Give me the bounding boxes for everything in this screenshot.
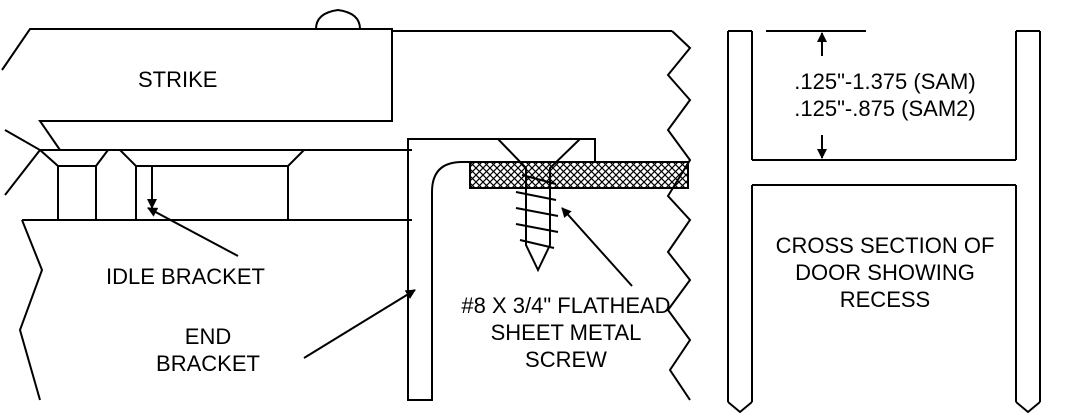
door-bottom-break-right bbox=[1015, 401, 1041, 414]
screw-threads bbox=[515, 174, 559, 249]
left-break-line bbox=[4, 129, 42, 196]
strike-label: STRIKE bbox=[138, 67, 218, 92]
right-break-line bbox=[666, 30, 692, 401]
idle-bracket-hole-left bbox=[39, 149, 109, 220]
screw-label: #8 X 3/4" FLATHEAD SHEET METAL SCREW bbox=[436, 292, 696, 373]
cross-section-line2: DOOR SHOWING bbox=[795, 260, 975, 285]
screw-label-line3: SCREW bbox=[525, 347, 607, 372]
idle-bracket-hole-right bbox=[119, 149, 305, 220]
screw-seat-hatch bbox=[469, 161, 689, 189]
recess-dimension-label: .125"-1.375 (SAM) .125"-.875 (SAM2) bbox=[766, 68, 1004, 122]
screw-leader bbox=[561, 207, 633, 287]
lower-left-break-line bbox=[18, 219, 44, 401]
recess-dimension-line2: .125"-.875 (SAM2) bbox=[794, 96, 976, 121]
end-bracket-label-line1: END bbox=[184, 324, 232, 349]
strike-plate bbox=[1, 28, 393, 151]
idle-bracket-label: IDLE BRACKET bbox=[106, 264, 265, 289]
door-bottom-break-left bbox=[727, 401, 753, 414]
idle-bracket-leader bbox=[147, 207, 239, 257]
cross-section-line3: RECESS bbox=[839, 287, 931, 312]
recess-dimension-line1: .125"-1.375 (SAM) bbox=[794, 69, 976, 94]
cross-section-line1: CROSS SECTION OF bbox=[775, 233, 995, 258]
screw-label-line1: #8 X 3/4" FLATHEAD bbox=[461, 293, 671, 318]
end-bracket-label: END BRACKET bbox=[146, 323, 270, 377]
cross-section-label: CROSS SECTION OF DOOR SHOWING RECESS bbox=[756, 232, 1014, 313]
strike-screw-head bbox=[315, 8, 361, 30]
flathead-screw bbox=[495, 138, 583, 273]
end-bracket-label-line2: BRACKET bbox=[156, 351, 260, 376]
end-bracket-leader bbox=[303, 289, 416, 359]
screw-label-line2: SHEET METAL bbox=[490, 320, 642, 345]
